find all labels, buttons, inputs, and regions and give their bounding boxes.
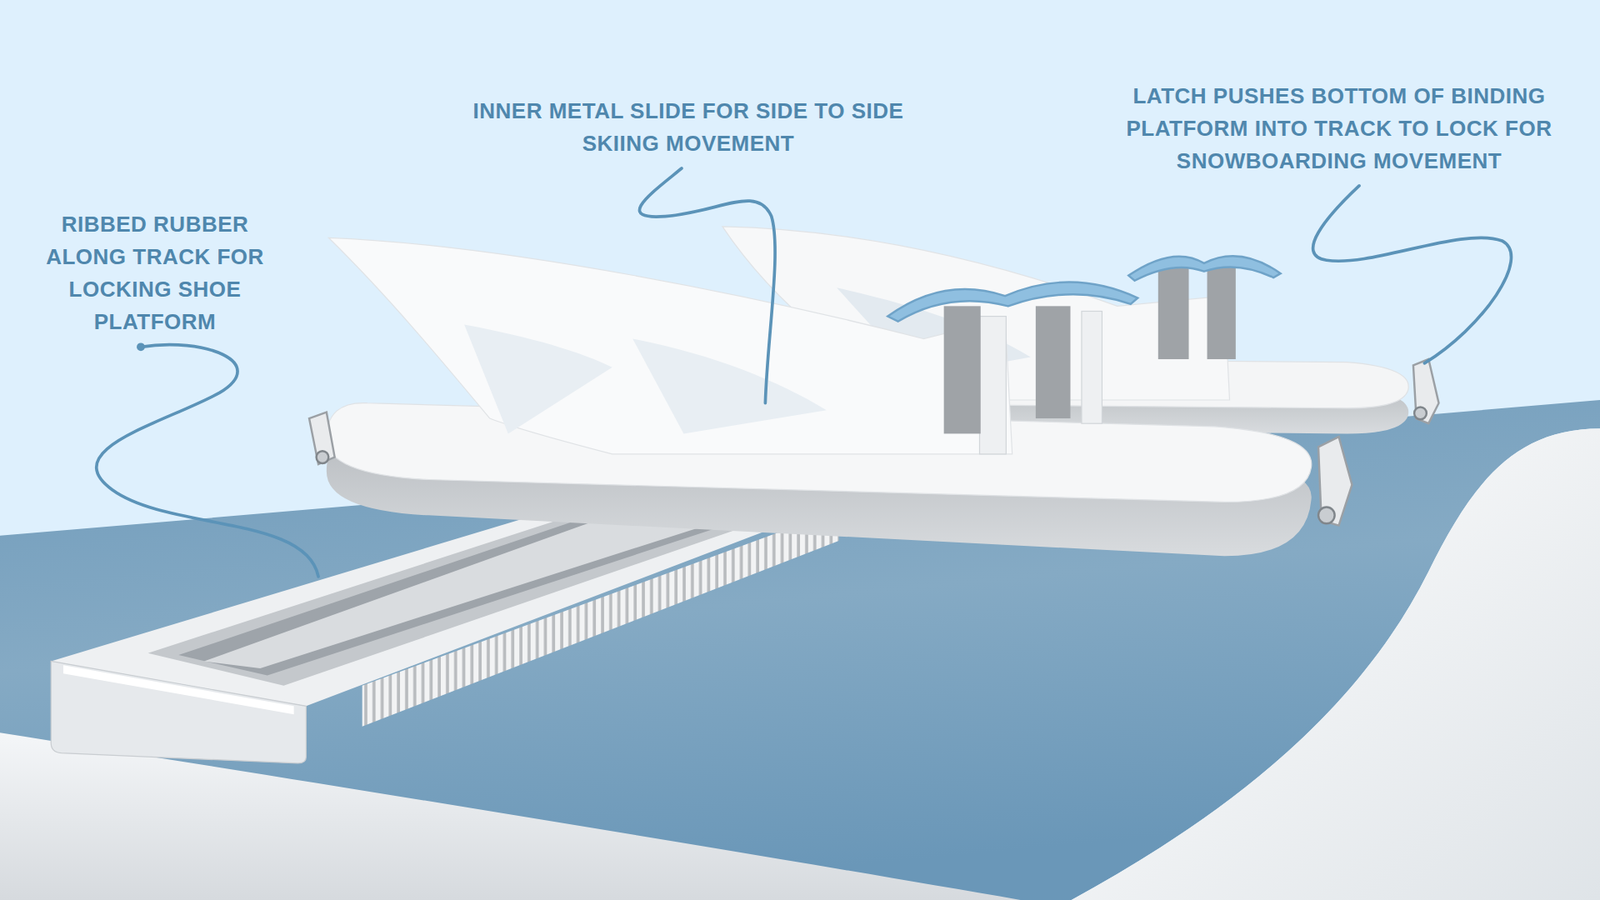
callout-label: INNER METAL SLIDE FOR SIDE TO SIDE SKIIN… (471, 95, 905, 160)
leader-lines (96, 168, 1512, 577)
track (50, 491, 847, 764)
snowboard-surface (0, 400, 1600, 900)
callout-label: RIBBED RUBBER ALONG TRACK FOR LOCKING SH… (38, 208, 272, 339)
callout-label: LATCH PUSHES BOTTOM OF BINDING PLATFORM … (1101, 80, 1577, 178)
front-platform (309, 237, 1352, 556)
